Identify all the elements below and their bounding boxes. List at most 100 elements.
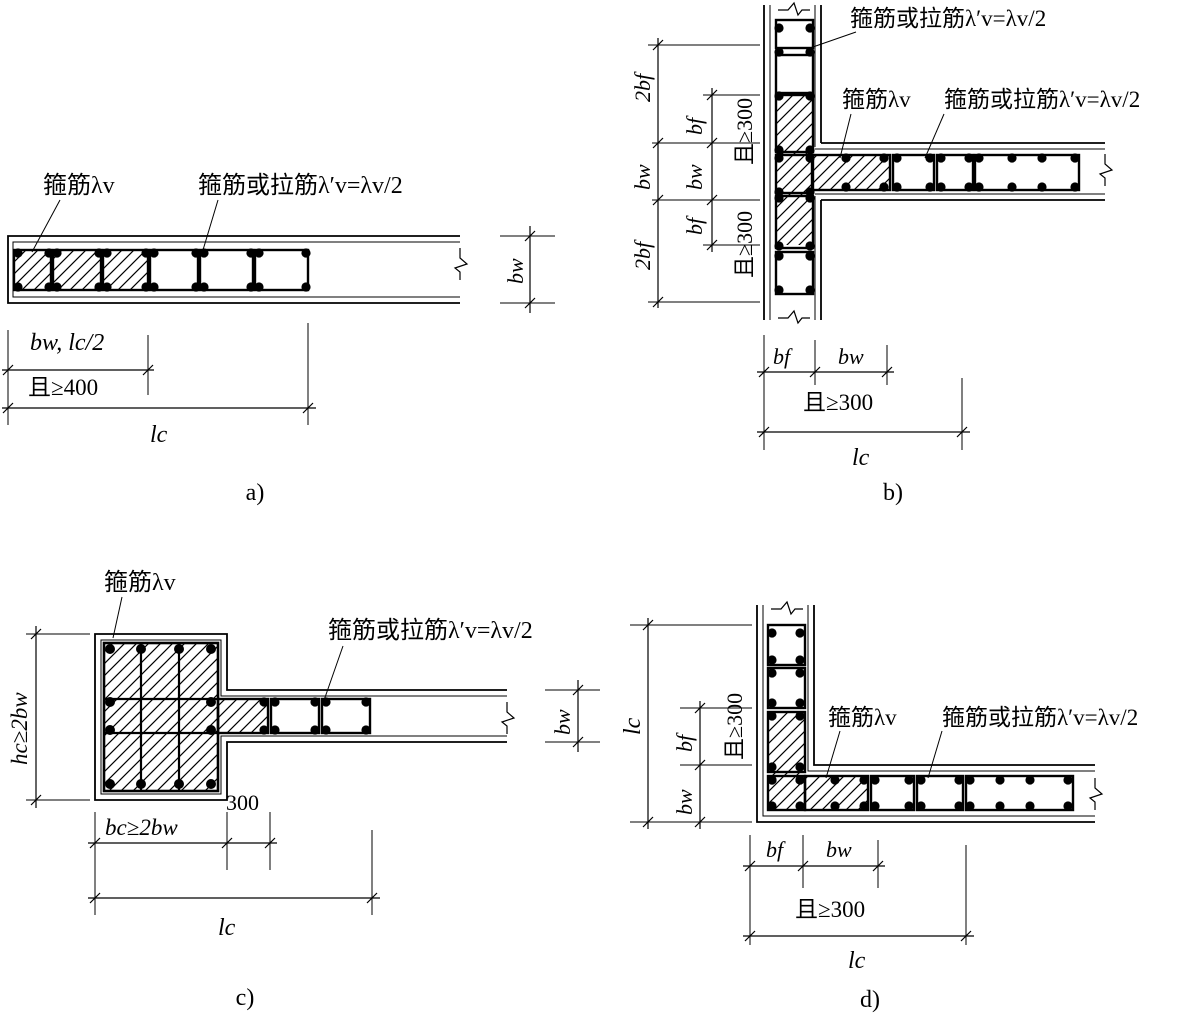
rebar-dot: [995, 801, 1005, 811]
rebar-dot: [174, 644, 184, 654]
stirrup-cell: [774, 53, 815, 95]
rebar-dot: [964, 153, 974, 163]
rebar-dot: [795, 711, 805, 721]
rebar-dot: [841, 153, 851, 163]
callout-tie-top: 箍筋或拉筋λ′v=λv/2: [850, 6, 1046, 31]
rebar-dot: [141, 248, 151, 258]
dim-bc: bc≥2bw: [105, 815, 178, 840]
break-symbol: [1088, 778, 1104, 810]
rebar-dot: [1037, 182, 1047, 192]
l-wall-inner-inner: [807, 605, 1095, 772]
rebar-dot: [321, 725, 331, 735]
dimension-tick: [744, 860, 756, 872]
stirrup-cell: [766, 710, 807, 774]
stirrup-cell: [774, 194, 815, 250]
rebar-dot: [774, 285, 784, 295]
rebar-dot: [767, 711, 777, 721]
dimension-tick: [642, 816, 654, 828]
stirrup-cell: [148, 248, 200, 292]
wall-outer-outline: [7, 235, 460, 304]
rebar-dot: [361, 697, 371, 707]
rebar-dot: [102, 282, 112, 292]
leader-line: [809, 31, 857, 49]
rebar-dot: [974, 182, 984, 192]
dim-bf-h: bf: [773, 344, 793, 369]
rebar-dot: [774, 23, 784, 33]
dim-bw-inner: bw: [682, 164, 707, 190]
rebar-dot: [246, 282, 256, 292]
panel-label-c: c): [236, 985, 255, 1011]
rebar-dot: [904, 775, 914, 785]
stirrup-cell: [774, 93, 815, 154]
hatched-boundary-zone: [776, 95, 812, 245]
dimension-tick: [809, 366, 821, 378]
dim-bw-left: bw: [630, 164, 655, 190]
dimension-tick: [264, 837, 276, 849]
rebar-dot: [270, 725, 280, 735]
rebar-dot: [805, 241, 815, 251]
rebar-dot: [795, 775, 805, 785]
rebar-dot: [795, 762, 805, 772]
rebar-dot: [206, 725, 216, 735]
dim-bw-lc-half: bw, lc/2: [30, 330, 104, 356]
stirrup-cell: [869, 774, 916, 812]
rebar-dot: [13, 282, 23, 292]
rebar-dot: [1037, 153, 1047, 163]
rebar-dot: [936, 182, 946, 192]
rebar-dot: [105, 779, 115, 789]
rebar-dot: [805, 285, 815, 295]
rebar-dot: [141, 282, 151, 292]
dim-lc: lc: [218, 915, 236, 941]
dim-2bf-bottom: 2bf: [630, 239, 655, 270]
rebar-dot: [936, 153, 946, 163]
rebar-dot: [206, 644, 216, 654]
rebar-dot: [301, 282, 311, 292]
dim-bf-v: bf: [672, 732, 697, 752]
rebar-dot: [904, 801, 914, 811]
dim-lc-h: lc: [848, 948, 866, 974]
hatched-flange-zone: [218, 699, 268, 733]
rebar-dot: [767, 801, 777, 811]
stirrup-cell: [320, 697, 372, 735]
stirrup-cell: [774, 250, 815, 296]
rebar-dot: [1007, 182, 1017, 192]
hatched-column-zone: [104, 643, 218, 791]
rebar-dot: [892, 153, 902, 163]
dim-lc: lc: [852, 445, 870, 471]
break-symbol: [453, 248, 469, 280]
break-symbol: [778, 1, 810, 17]
leader-line: [924, 113, 945, 159]
rebar-dot: [52, 282, 62, 292]
leader-line: [202, 199, 219, 251]
rebar-dot: [974, 153, 984, 163]
dimension-tick: [694, 702, 706, 714]
rebar-dot: [1070, 153, 1080, 163]
dim-bw: bw: [550, 709, 575, 735]
stirrup-cell: [51, 248, 103, 292]
dim-bw: bw: [503, 258, 528, 284]
rebar-dot: [774, 91, 784, 101]
rebar-dot: [767, 762, 777, 772]
l-wall-inner-outline: [813, 605, 1095, 766]
stirrup-cell: [216, 697, 270, 735]
min-300-upper: 且≥300: [732, 98, 757, 165]
rebar-dot: [879, 182, 889, 192]
min-300-h: 且≥300: [803, 390, 873, 415]
dimension-tick: [694, 759, 706, 771]
dimension-tick: [572, 684, 584, 696]
dim-bw-v: bw: [672, 789, 697, 815]
dimension-tick: [366, 892, 378, 904]
rebar-dot: [965, 801, 975, 811]
rebar-dot: [805, 47, 815, 57]
rebar-dot: [805, 23, 815, 33]
dimension-tick: [302, 402, 314, 414]
rebar-dot: [199, 282, 209, 292]
rebar-dot: [795, 628, 805, 638]
rebar-dot: [964, 182, 974, 192]
dim-bf-top: bf: [682, 115, 707, 135]
